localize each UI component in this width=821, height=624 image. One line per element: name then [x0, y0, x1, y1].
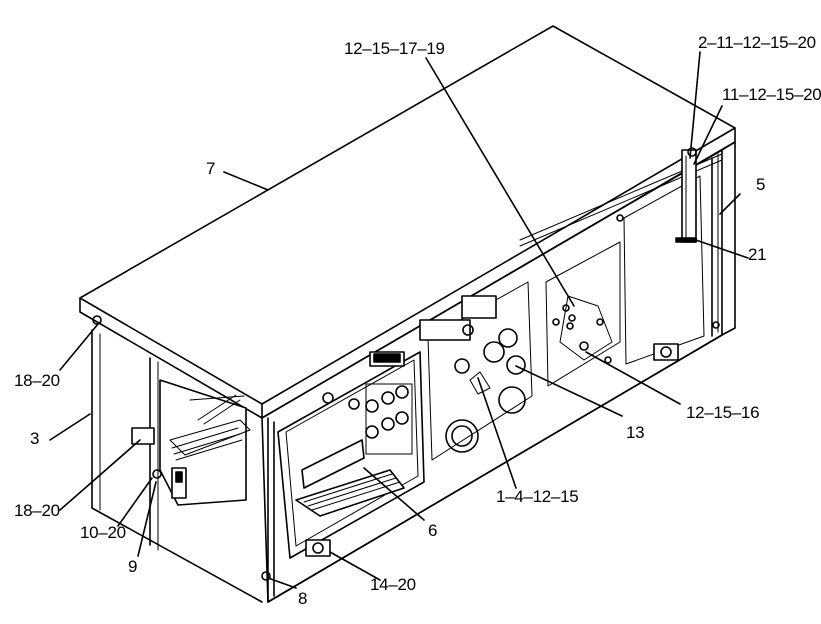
control-panel — [277, 351, 425, 559]
callout-2-11-12-15-20: 2–11–12–15–20 — [698, 33, 816, 52]
callout-12-15-17-19: 12–15–17–19 — [344, 39, 445, 58]
callout-18-20-bottom: 18–20 — [14, 501, 60, 520]
callout-5: 5 — [756, 175, 766, 194]
left-end-panel — [91, 329, 263, 603]
callout-10-20: 10–20 — [80, 523, 126, 542]
callout-8: 8 — [298, 589, 308, 608]
center-assembly — [419, 281, 533, 461]
callout-11-12-15-20: 11–12–15–20 — [722, 85, 821, 104]
front-hinge — [305, 343, 679, 557]
callout-6: 6 — [428, 521, 438, 540]
callout-1-4-12-15: 1–4–12–15 — [496, 487, 579, 506]
leader-lines — [49, 51, 749, 589]
callout-14-20: 14–20 — [370, 575, 416, 594]
right-side-panel — [711, 141, 736, 337]
connection-panel — [545, 147, 705, 387]
callout-13: 13 — [626, 423, 645, 442]
callout-18-20-top: 18–20 — [14, 371, 60, 390]
callout-21: 21 — [748, 245, 767, 264]
callout-12-15-16: 12–15–16 — [686, 403, 760, 422]
callout-7: 7 — [206, 159, 216, 178]
callout-9: 9 — [128, 557, 138, 576]
callout-3: 3 — [30, 429, 40, 448]
